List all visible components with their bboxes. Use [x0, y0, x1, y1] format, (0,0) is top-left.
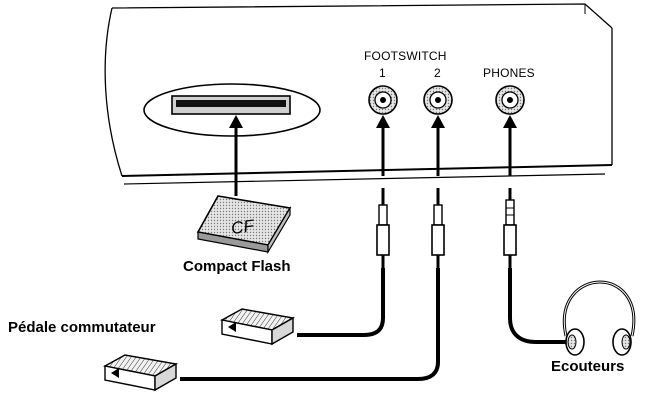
foot-switch-pedal-icon — [102, 354, 179, 392]
compact-flash-caption: Compact Flash — [183, 258, 291, 275]
phone-plug-icon — [503, 188, 517, 268]
headphones-icon — [562, 280, 636, 356]
jack-socket-icon[interactable] — [423, 85, 453, 115]
footswitch2-arrow — [431, 115, 445, 176]
compact-flash-card-icon: CF — [196, 195, 292, 255]
pedal-caption: Pédale commutateur — [8, 319, 156, 336]
jack1-label: 1 — [379, 66, 386, 80]
jack-socket-icon[interactable] — [495, 85, 525, 115]
jack2-label: 2 — [434, 66, 441, 80]
instrument-panel — [104, 3, 613, 185]
foot-switch-pedal-icon — [219, 308, 296, 346]
phones-arrow — [503, 115, 517, 176]
phone-plug-icon — [431, 188, 445, 268]
insert-arrow — [229, 115, 243, 196]
footswitch-label: FOOTSWITCH — [364, 49, 447, 63]
footswitch1-arrow — [376, 115, 390, 176]
jack-socket-icon[interactable] — [368, 85, 398, 115]
footswitch2-cable — [180, 268, 440, 381]
headphones-caption: Ecouteurs — [551, 358, 625, 375]
compact-flash-slot[interactable] — [143, 83, 321, 137]
cf-card-text: CF — [230, 216, 257, 238]
footswitch1-cable — [297, 268, 385, 337]
phone-plug-icon — [376, 188, 390, 268]
headphones-cable — [508, 268, 568, 344]
phones-label: PHONES — [483, 66, 535, 80]
